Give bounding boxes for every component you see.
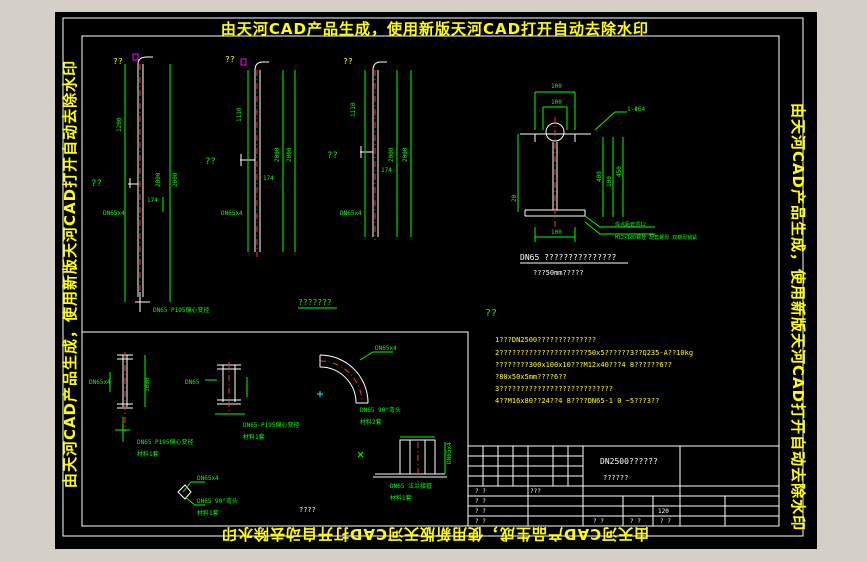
pipe-elevation-1 bbox=[124, 53, 171, 312]
small-label-3: 材料1套 bbox=[197, 509, 219, 517]
notes-line-4: ?80x50x5mm????6?? bbox=[495, 373, 567, 381]
pipe3-dim-c: 2000 bbox=[402, 147, 409, 162]
support-detail bbox=[517, 91, 655, 242]
watermark-left: 由天河CAD产品生成，使用新版天河CAD打开自动去除水印 bbox=[61, 60, 79, 488]
pipe2-marker: ?? bbox=[225, 55, 235, 64]
notes-line-5: 3??????????????????????????? bbox=[495, 385, 613, 393]
notes-line-3: ????????300x100x10???M12x40???4 8??????6… bbox=[495, 361, 672, 369]
flange-detail bbox=[357, 436, 447, 482]
pipe1-marker: ?? bbox=[113, 57, 123, 66]
titleblock-scale: 120 bbox=[658, 508, 669, 515]
notes-header: ?? bbox=[485, 308, 497, 319]
tee2-label-2: DN65-P195偏心变径 bbox=[243, 421, 300, 429]
notes-line-1: 1???DN2500?????????????? bbox=[495, 336, 596, 344]
support-title: DN65 ??????????????? bbox=[520, 253, 617, 262]
support-note-1: 焊点距管顶12 bbox=[615, 221, 646, 228]
notes-line-6: 4??M16x80??24??4 8????DN65-1 0 ~5???3?? bbox=[495, 397, 659, 405]
elbow-detail bbox=[317, 351, 393, 404]
tee-label-1: DN65x4 bbox=[89, 379, 111, 386]
inner-frame bbox=[81, 35, 780, 527]
titleblock-cell-3: ? ? bbox=[475, 498, 486, 505]
support-dim-side1: 400 bbox=[596, 171, 603, 182]
small-label-1: DN65x4 bbox=[197, 475, 219, 482]
pipe2-dim-d: 174 bbox=[263, 175, 274, 182]
titleblock-cell-8: ? ? bbox=[660, 518, 671, 525]
pipe3-dim-d: 174 bbox=[381, 167, 392, 174]
support-dim-side3: 20 bbox=[511, 194, 518, 202]
support-dim-top1: 100 bbox=[551, 83, 562, 90]
flange-label-2: DN65 法兰接管 bbox=[390, 482, 432, 490]
tee2-label-1: DN65 bbox=[185, 379, 200, 386]
pipe2-note: ?? bbox=[205, 157, 216, 167]
pipe1-bottom-label: DN65 P195偏心变径 bbox=[153, 306, 210, 314]
pipes-caption: ??????? bbox=[298, 298, 332, 307]
elbow-label-2: DN65 90°弯头 bbox=[360, 406, 401, 414]
pipe-elevation-2 bbox=[240, 58, 296, 257]
notes-line-2: 2?????????????????????50x5??????3??Q235-… bbox=[495, 349, 693, 357]
support-dim-side4: 450 bbox=[616, 166, 623, 177]
pipe3-dim-a: 1110 bbox=[350, 102, 357, 117]
pipe1-dim-d: 174 bbox=[147, 197, 158, 204]
flange-label-1: DN65x4 bbox=[446, 442, 453, 464]
titleblock-cell-4: ? ? bbox=[475, 508, 486, 515]
titleblock-title: DN2500?????? bbox=[600, 457, 658, 466]
watermark-right: 由天河CAD产品生成，使用新版天河CAD打开自动去除水印 bbox=[789, 103, 807, 531]
pipe1-label: DN65x4 bbox=[103, 210, 125, 217]
pipe2-label: DN65x4 bbox=[221, 210, 243, 217]
pipe1-dim-b: 2000 bbox=[155, 172, 162, 187]
titleblock-cell-7: ? ? bbox=[630, 518, 641, 525]
support-hole-label: 1-Φ64 bbox=[627, 106, 645, 113]
pipe3-note: ?? bbox=[327, 151, 338, 161]
watermark-top: 由天河CAD产品生成，使用新版天河CAD打开自动去除水印 bbox=[221, 20, 649, 38]
tee-label-3: DN65 P195偏心变径 bbox=[137, 438, 194, 446]
pipe2-dim-b: 2000 bbox=[274, 147, 281, 162]
titleblock-cell-2: ??? bbox=[530, 488, 541, 495]
small-label-2: DN65 90°弯头 bbox=[197, 497, 238, 505]
support-dim-side2: 100 bbox=[606, 176, 613, 187]
title-block bbox=[467, 445, 780, 527]
support-dim-bottom: 100 bbox=[551, 229, 562, 236]
tee2-label-3: 材料1套 bbox=[243, 433, 265, 441]
details-caption: ???? bbox=[299, 506, 316, 514]
titleblock-subtitle: ?????? bbox=[603, 474, 628, 482]
pipe2-dim-c: 2000 bbox=[286, 147, 293, 162]
pipe3-dim-b: 2000 bbox=[388, 147, 395, 162]
pipe1-dim-c: 2000 bbox=[172, 172, 179, 187]
pipe3-label: DN65x4 bbox=[340, 210, 362, 217]
pipe1-note: ?? bbox=[91, 179, 102, 189]
tee-label-2: 1000 bbox=[144, 377, 151, 392]
elbow-label-3: 材料2套 bbox=[360, 418, 382, 426]
drawing-canvas: 由天河CAD产品生成，使用新版天河CAD打开自动去除水印 由天河CAD产品生成，… bbox=[61, 17, 807, 543]
support-note-2: M12x100螺栓 配套螺母 双螺母锁紧 bbox=[615, 234, 697, 241]
watermark-bottom: 由天河CAD产品生成，使用新版天河CAD打开自动去除水印 bbox=[221, 525, 649, 543]
pipe-elevation-3 bbox=[360, 61, 412, 240]
pipe3-marker: ?? bbox=[343, 57, 353, 66]
support-subtitle: ???50mm????? bbox=[533, 269, 584, 277]
small-elbow-detail bbox=[177, 481, 205, 506]
pipe2-dim-a: 1110 bbox=[236, 107, 243, 122]
cad-viewport[interactable]: 由天河CAD产品生成，使用新版天河CAD打开自动去除水印 由天河CAD产品生成，… bbox=[55, 12, 817, 549]
titleblock-cell-5: ? ? bbox=[475, 518, 486, 525]
flange-label-3: 材料1套 bbox=[390, 494, 412, 502]
outer-frame bbox=[62, 17, 804, 537]
tee-detail bbox=[109, 352, 146, 442]
pipe1-dim-a: 1200 bbox=[116, 117, 123, 132]
elbow-label-1: DN65x4 bbox=[375, 345, 397, 352]
tee-label-4: 材料1套 bbox=[137, 450, 159, 458]
tee-detail-2 bbox=[205, 362, 248, 415]
titleblock-cell-1: ? ? bbox=[475, 488, 486, 495]
support-dim-top2: 100 bbox=[551, 99, 562, 106]
titleblock-cell-6: ? ? bbox=[593, 518, 604, 525]
